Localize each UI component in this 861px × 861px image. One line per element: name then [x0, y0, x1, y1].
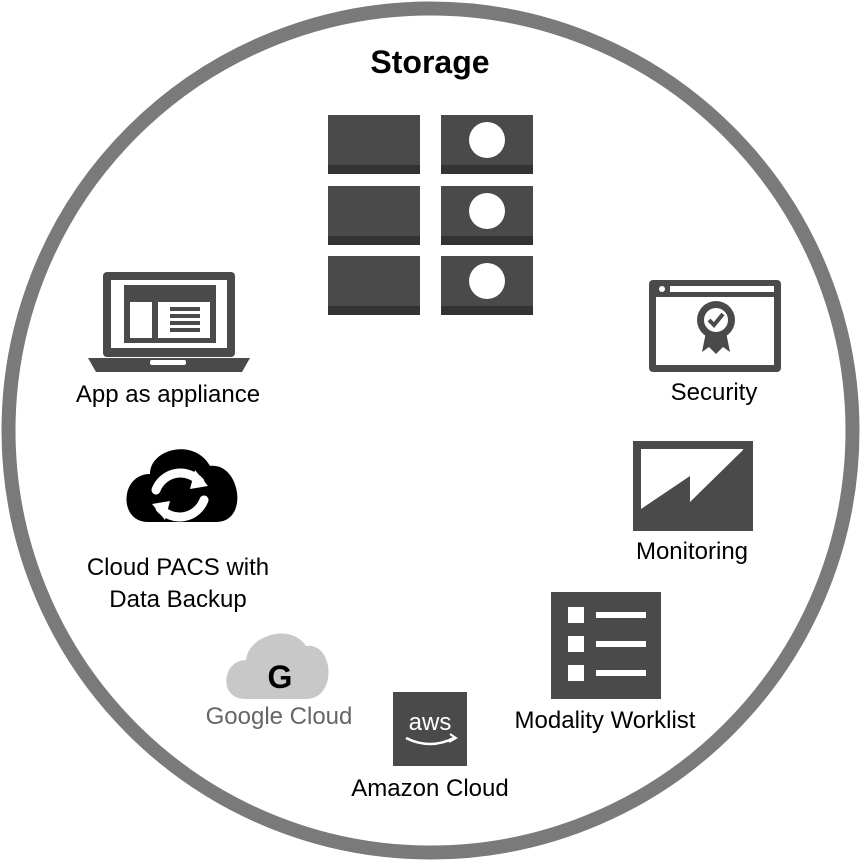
google-glyph: G: [268, 659, 293, 695]
amazon-cloud-label: Amazon Cloud: [351, 775, 509, 802]
security-label: Security: [670, 379, 758, 406]
cloud-pacs-label-line1: Cloud PACS with: [86, 554, 270, 581]
certificate-browser-icon: [649, 280, 781, 372]
aws-arrow: [448, 733, 458, 743]
aws-smile: [405, 736, 455, 746]
checklist-icon: [551, 592, 661, 699]
google-cloud-label: Google Cloud: [205, 703, 353, 730]
laptop-icon: [88, 272, 250, 372]
chart-icon: [633, 441, 753, 531]
worklist-label: Modality Worklist: [514, 707, 696, 734]
page-title: Storage: [370, 44, 490, 80]
google-cloud-icon: [226, 633, 329, 699]
aws-icon: [393, 692, 467, 766]
aws-glyph: aws: [409, 709, 452, 736]
app-label: App as appliance: [75, 381, 261, 408]
cloud-sync-icon: [126, 449, 238, 522]
cloud-pacs-label-line2: Data Backup: [109, 586, 247, 613]
server-rack-icon: [328, 115, 533, 315]
monitoring-label: Monitoring: [635, 538, 749, 565]
